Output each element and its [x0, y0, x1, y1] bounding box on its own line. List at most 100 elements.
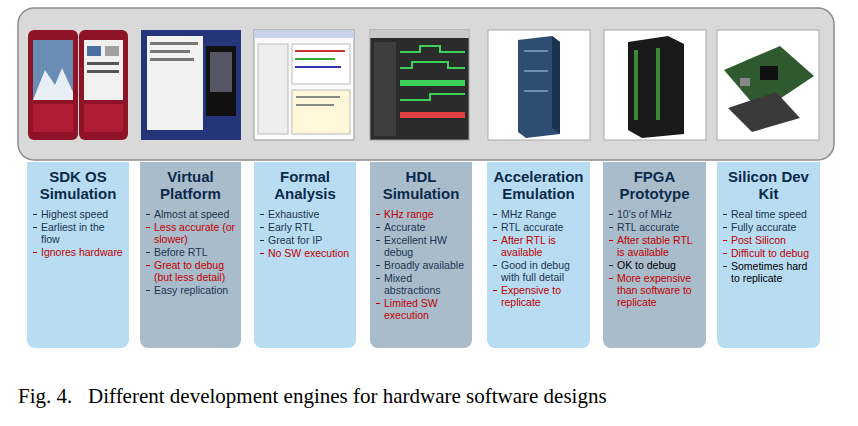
feature-text: 10's of MHz: [617, 208, 672, 220]
feature-text: Expensive to replicate: [501, 284, 561, 308]
feature-text: OK to debug: [617, 259, 676, 271]
feature-item: Highest speed: [32, 208, 124, 220]
bullet-mark: [723, 214, 727, 215]
bullet-mark: [493, 227, 497, 228]
feature-item: Exhaustive: [259, 208, 351, 220]
feature-item: Excellent HW debug: [375, 234, 467, 258]
feature-text: After RTL is available: [501, 234, 556, 258]
feature-text: RTL accurate: [501, 221, 563, 233]
bullet-mark: [376, 265, 380, 266]
feature-item: Almost at speed: [145, 208, 236, 220]
feature-text: Real time speed: [731, 208, 807, 220]
feature-item: Easy replication: [145, 284, 236, 296]
feature-text: RTL accurate: [617, 221, 679, 233]
feature-item: Before RTL: [145, 246, 236, 258]
bullet-mark: [146, 265, 150, 266]
feature-item: Limited SW execution: [375, 297, 467, 321]
bullet-mark: [260, 240, 264, 241]
feature-text: Sometimes hard to replicate: [731, 260, 807, 284]
bullet-mark: [146, 214, 150, 215]
feature-text: Accurate: [384, 221, 425, 233]
bullet-mark: [33, 252, 37, 253]
phone-icon: [28, 30, 128, 140]
engine-column: Virtual PlatformAlmost at speedLess accu…: [140, 162, 241, 348]
board-icon: [717, 30, 819, 140]
feature-text: Difficult to debug: [731, 247, 809, 259]
bullet-mark: [493, 214, 497, 215]
feature-item: Accurate: [375, 221, 467, 233]
feature-item: RTL accurate: [492, 221, 585, 233]
feature-item: Great to debug (but less detail): [145, 259, 236, 283]
bullet-mark: [376, 240, 380, 241]
bullet-mark: [260, 227, 264, 228]
feature-item: After RTL is available: [492, 234, 585, 258]
screen-icon: [141, 30, 241, 140]
bullet-mark: [493, 240, 497, 241]
engine-column: Silicon Dev KitReal time speedFully accu…: [717, 162, 820, 348]
feature-item: Less accurate (or slower): [145, 221, 236, 245]
screen-icon: [254, 30, 354, 140]
bullet-mark: [146, 227, 150, 228]
feature-text: MHz Range: [501, 208, 556, 220]
feature-text: Great for IP: [268, 234, 322, 246]
bullet-mark: [723, 240, 727, 241]
feature-item: More expensive than software to replicat…: [608, 272, 701, 308]
feature-text: Almost at speed: [154, 208, 229, 220]
feature-item: Difficult to debug: [722, 247, 815, 259]
feature-item: Mixed abstractions: [375, 272, 467, 296]
bullet-mark: [493, 265, 497, 266]
feature-item: Good in debug with full detail: [492, 259, 585, 283]
feature-item: OK to debug: [608, 259, 701, 271]
feature-item: Real time speed: [722, 208, 815, 220]
engine-title: Formal Analysis: [259, 168, 351, 202]
feature-text: More expensive than software to replicat…: [617, 272, 692, 308]
feature-item: Ignores hardware: [32, 246, 124, 258]
engine-title: SDK OS Simulation: [32, 168, 124, 202]
bullet-mark: [376, 303, 380, 304]
emulator-icon: [488, 30, 590, 140]
feature-text: Early RTL: [268, 221, 315, 233]
feature-item: Earliest in the flow: [32, 221, 124, 245]
feature-item: Broadly available: [375, 259, 467, 271]
engine-column: FPGA Prototype 10's of MHzRTL accurateAft…: [603, 162, 706, 348]
waveform-icon: [370, 30, 469, 140]
bullet-mark: [33, 214, 37, 215]
feature-text: Great to debug (but less detail): [154, 259, 225, 283]
feature-text: Easy replication: [154, 284, 228, 296]
bullet-mark: [609, 278, 613, 279]
fpga-icon: [604, 30, 706, 140]
bullet-mark: [493, 290, 497, 291]
feature-item: 10's of MHz: [608, 208, 701, 220]
feature-text: Highest speed: [41, 208, 108, 220]
bullet-mark: [723, 227, 727, 228]
engine-title: FPGA Prototype: [608, 168, 701, 202]
bullet-mark: [723, 253, 727, 254]
image-panel: [18, 8, 834, 160]
feature-text: Earliest in the flow: [41, 221, 105, 245]
bullet-mark: [376, 278, 380, 279]
engine-title: HDL Simulation: [375, 168, 467, 202]
feature-item: After stable RTL is available: [608, 234, 701, 258]
bullet-mark: [33, 227, 37, 228]
bullet-mark: [146, 252, 150, 253]
engine-title: Acceleration Emulation: [492, 168, 585, 202]
feature-item: Expensive to replicate: [492, 284, 585, 308]
feature-item: RTL accurate: [608, 221, 701, 233]
feature-text: Less accurate (or slower): [154, 221, 235, 245]
feature-text: Before RTL: [154, 246, 208, 258]
feature-text: After stable RTL is available: [617, 234, 692, 258]
bullet-mark: [609, 265, 613, 266]
bullet-mark: [376, 214, 380, 215]
bullet-mark: [609, 214, 613, 215]
feature-text: Limited SW execution: [384, 297, 438, 321]
bullet-mark: [260, 214, 264, 215]
engine-column: SDK OS SimulationHighest speedEarliest i…: [27, 162, 129, 348]
feature-text: Good in debug with full detail: [501, 259, 570, 283]
bullet-mark: [609, 227, 613, 228]
engine-title: Virtual Platform: [145, 168, 236, 202]
bullet-mark: [609, 240, 613, 241]
engine-column: Formal AnalysisExhaustiveEarly RTLGreat …: [254, 162, 356, 348]
bullet-mark: [146, 290, 150, 291]
feature-item: Sometimes hard to replicate: [722, 260, 815, 284]
feature-item: KHz range: [375, 208, 467, 220]
